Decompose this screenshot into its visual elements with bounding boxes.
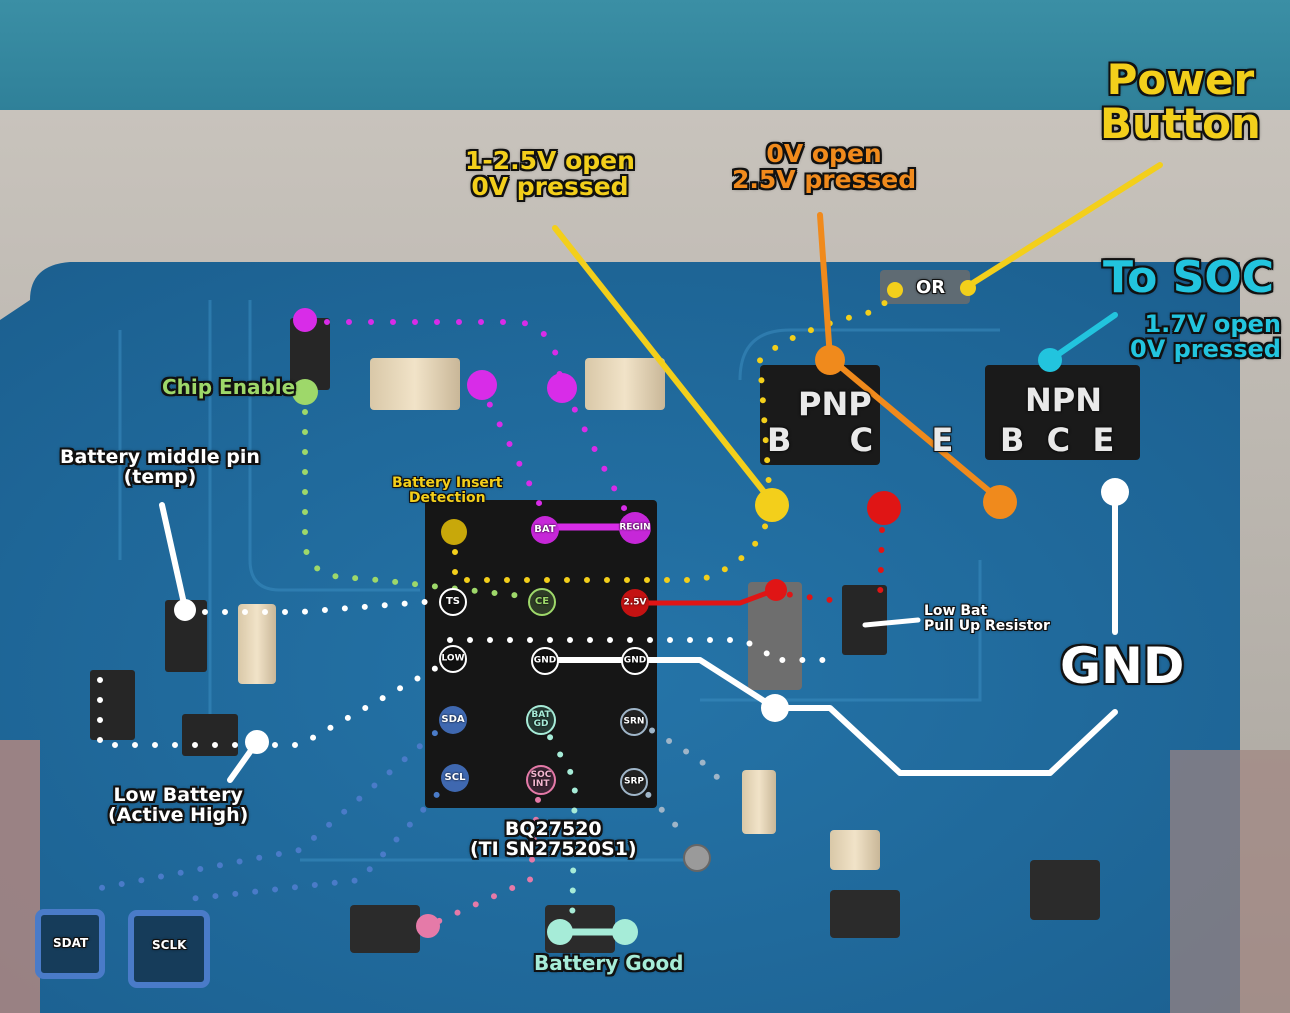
pin-regin: REGIN: [619, 522, 651, 533]
leader-lines: [159, 162, 1163, 936]
copper-edge-left: [0, 740, 40, 1013]
npn-transistor-body: [985, 365, 1140, 460]
gnd-label: GND: [1060, 637, 1185, 695]
sclk-pad: [128, 910, 210, 988]
pin-ts: TS: [445, 596, 461, 607]
sdat-pad: [35, 909, 105, 979]
npn-label: NPN: [1025, 381, 1103, 419]
sclk-label: SCLK: [152, 938, 187, 952]
npn-pins-label: B C E: [1000, 421, 1115, 459]
marker-dots: [174, 280, 1129, 945]
sdat-label: SDAT: [53, 936, 89, 950]
pin-gnd-2: GND: [623, 655, 647, 666]
pin-srp: SRP: [623, 776, 645, 787]
pcb-traces: [118, 300, 1000, 862]
pin-bat: BAT: [534, 524, 556, 535]
chip-enable-label: Chip Enable: [162, 375, 296, 399]
pin-ce: CE: [534, 596, 550, 607]
pnp-transistor-body: [760, 365, 880, 465]
pin-scl: SCL: [444, 772, 466, 783]
battery-middle-pin-label: Battery middle pin(temp): [60, 446, 260, 488]
pnp-pins-label: B C E: [767, 421, 954, 459]
dotted-traces: [87, 287, 896, 933]
low-battery-label: Low Battery(Active High): [108, 784, 249, 826]
or-label: OR: [916, 277, 946, 298]
pnp-label: PNP: [798, 385, 872, 423]
pin-gnd-1: GND: [533, 655, 557, 666]
pin-sda: SDA: [441, 714, 465, 725]
chip-name-label: BQ27520(TI SN27520S1): [470, 818, 637, 860]
copper-edge-right: [1170, 750, 1290, 1013]
pin-2v5: 2.5V: [623, 597, 647, 608]
chip-pin-circles: [439, 512, 651, 796]
pin-srn: SRN: [623, 716, 645, 727]
battery-good-label: Battery Good: [534, 951, 684, 975]
to-soc-label: To SOC: [1103, 252, 1275, 303]
passive-components: [90, 270, 1100, 953]
pin-low: LOW: [441, 653, 465, 664]
board-top-area: [0, 0, 1290, 120]
